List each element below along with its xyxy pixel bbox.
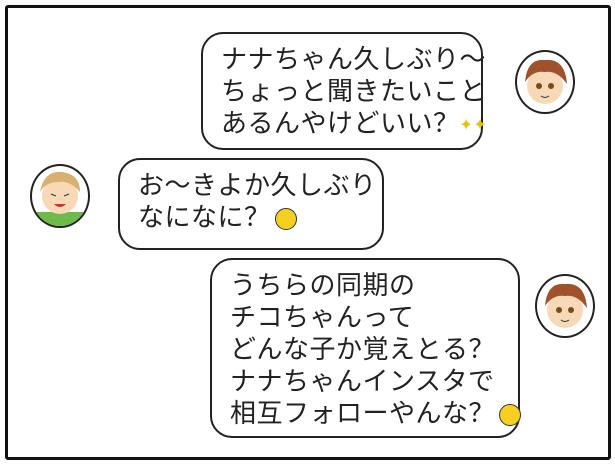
avatar-friend-right-1 — [515, 50, 575, 114]
bubble-3-line-4: ナナちゃんインスタで — [230, 367, 495, 397]
bubble-1-line-1: ナナちゃん久しぶり〜 — [221, 45, 487, 75]
bubble-2-line-2: なになに？ — [138, 202, 364, 234]
sparkle-icon: ✦✦ — [459, 114, 488, 134]
speech-bubble-3: うちらの同期の チコちゃんって どんな子か覚えとる？ ナナちゃんインスタで 相互… — [210, 258, 522, 438]
bubble-1-line-3-text: あるんやけどいい？ — [221, 109, 460, 139]
bubble-3-line-5: 相互フォローやんな？ — [230, 398, 522, 430]
bubble-3-line-3: どんな子か覚えとる？ — [230, 335, 496, 365]
laughing-face-icon — [274, 207, 297, 230]
bubble-2-line-1: お〜きよか久しぶり — [138, 171, 377, 201]
bubble-1-line-2: ちょっと聞きたいこと — [221, 77, 487, 107]
bubble-3-line-2: チコちゃんって — [230, 303, 415, 333]
comic-panel: ナナちゃん久しぶり〜 ちょっと聞きたいこと あるんやけどいい？✦✦ お〜きよか久… — [5, 5, 611, 460]
avatar-friend-left — [30, 164, 90, 228]
speech-bubble-2: お〜きよか久しぶり なになに？ — [118, 158, 384, 250]
bubble-1-line-3: あるんやけどいい？✦✦ — [221, 108, 487, 141]
bubble-3-line-1: うちらの同期の — [230, 271, 416, 301]
avatar-friend-right-2 — [535, 274, 595, 338]
bubble-3-line-5-text: 相互フォローやんな？ — [230, 399, 496, 429]
smiling-face-icon — [499, 403, 522, 426]
bubble-2-line-2-text: なになに？ — [138, 203, 271, 233]
speech-bubble-1: ナナちゃん久しぶり〜 ちょっと聞きたいこと あるんやけどいい？✦✦ — [201, 32, 487, 150]
